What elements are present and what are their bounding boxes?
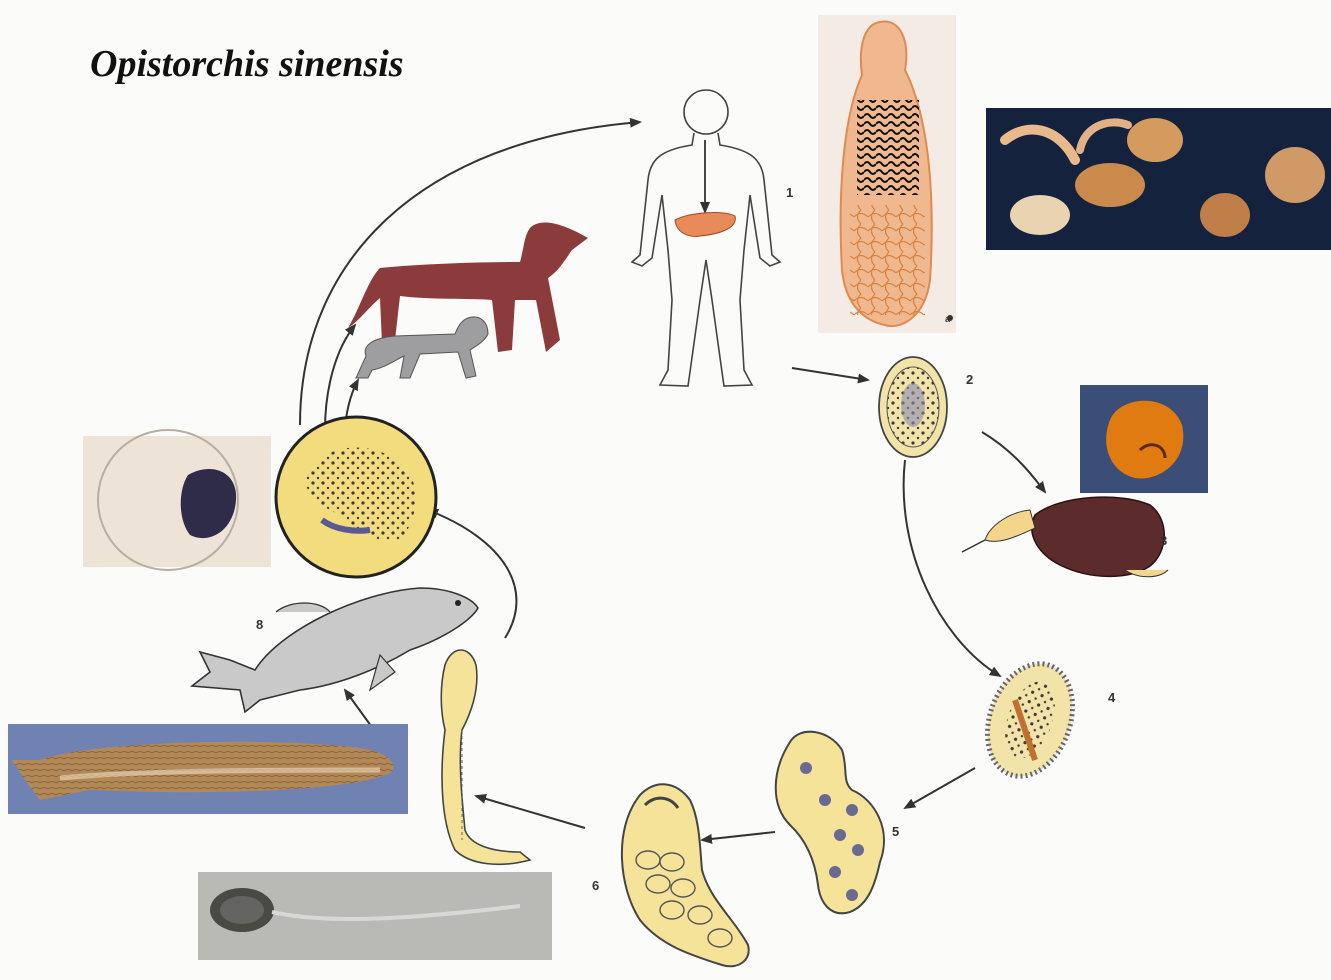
redia-icon [622,784,749,966]
arrow-miracidium-to-sporocyst [905,768,975,808]
cat-icon [356,317,488,378]
cercaria-photo [198,872,552,960]
arrow-egg-to-snail [982,432,1045,492]
snail-icon [962,497,1168,577]
arrow-sporocyst-to-redia [702,832,775,840]
stage-number-3: 3 [1160,533,1167,548]
metacercariae-photo [986,108,1331,250]
fish-photo [8,724,408,814]
sporocyst-icon [776,732,884,914]
metacercaria-photo [83,430,271,570]
snail-photo [1080,385,1208,493]
stage-number-1: 1 [786,185,793,200]
adult-fluke-photo: a [818,15,956,333]
cercaria-icon [441,650,530,864]
arrow-egg-to-miracidium [904,460,1000,676]
stage-number-4: 4 [1108,690,1116,705]
stage-number-8: 8 [256,617,263,632]
fish-icon [192,588,478,712]
egg-icon [879,357,947,457]
liver-icon [675,213,735,237]
stage-number-5: 5 [892,824,899,839]
stage-number-6: 6 [592,878,599,893]
metacercaria-cyst-icon [276,417,436,577]
stage-number-2: 2 [966,372,973,387]
human-outline [632,90,780,386]
arrow-human-to-egg [792,368,868,380]
arrow-to-dog [325,325,355,430]
miracidium-icon [973,652,1088,788]
arrow-redia-to-cercaria [476,796,585,828]
